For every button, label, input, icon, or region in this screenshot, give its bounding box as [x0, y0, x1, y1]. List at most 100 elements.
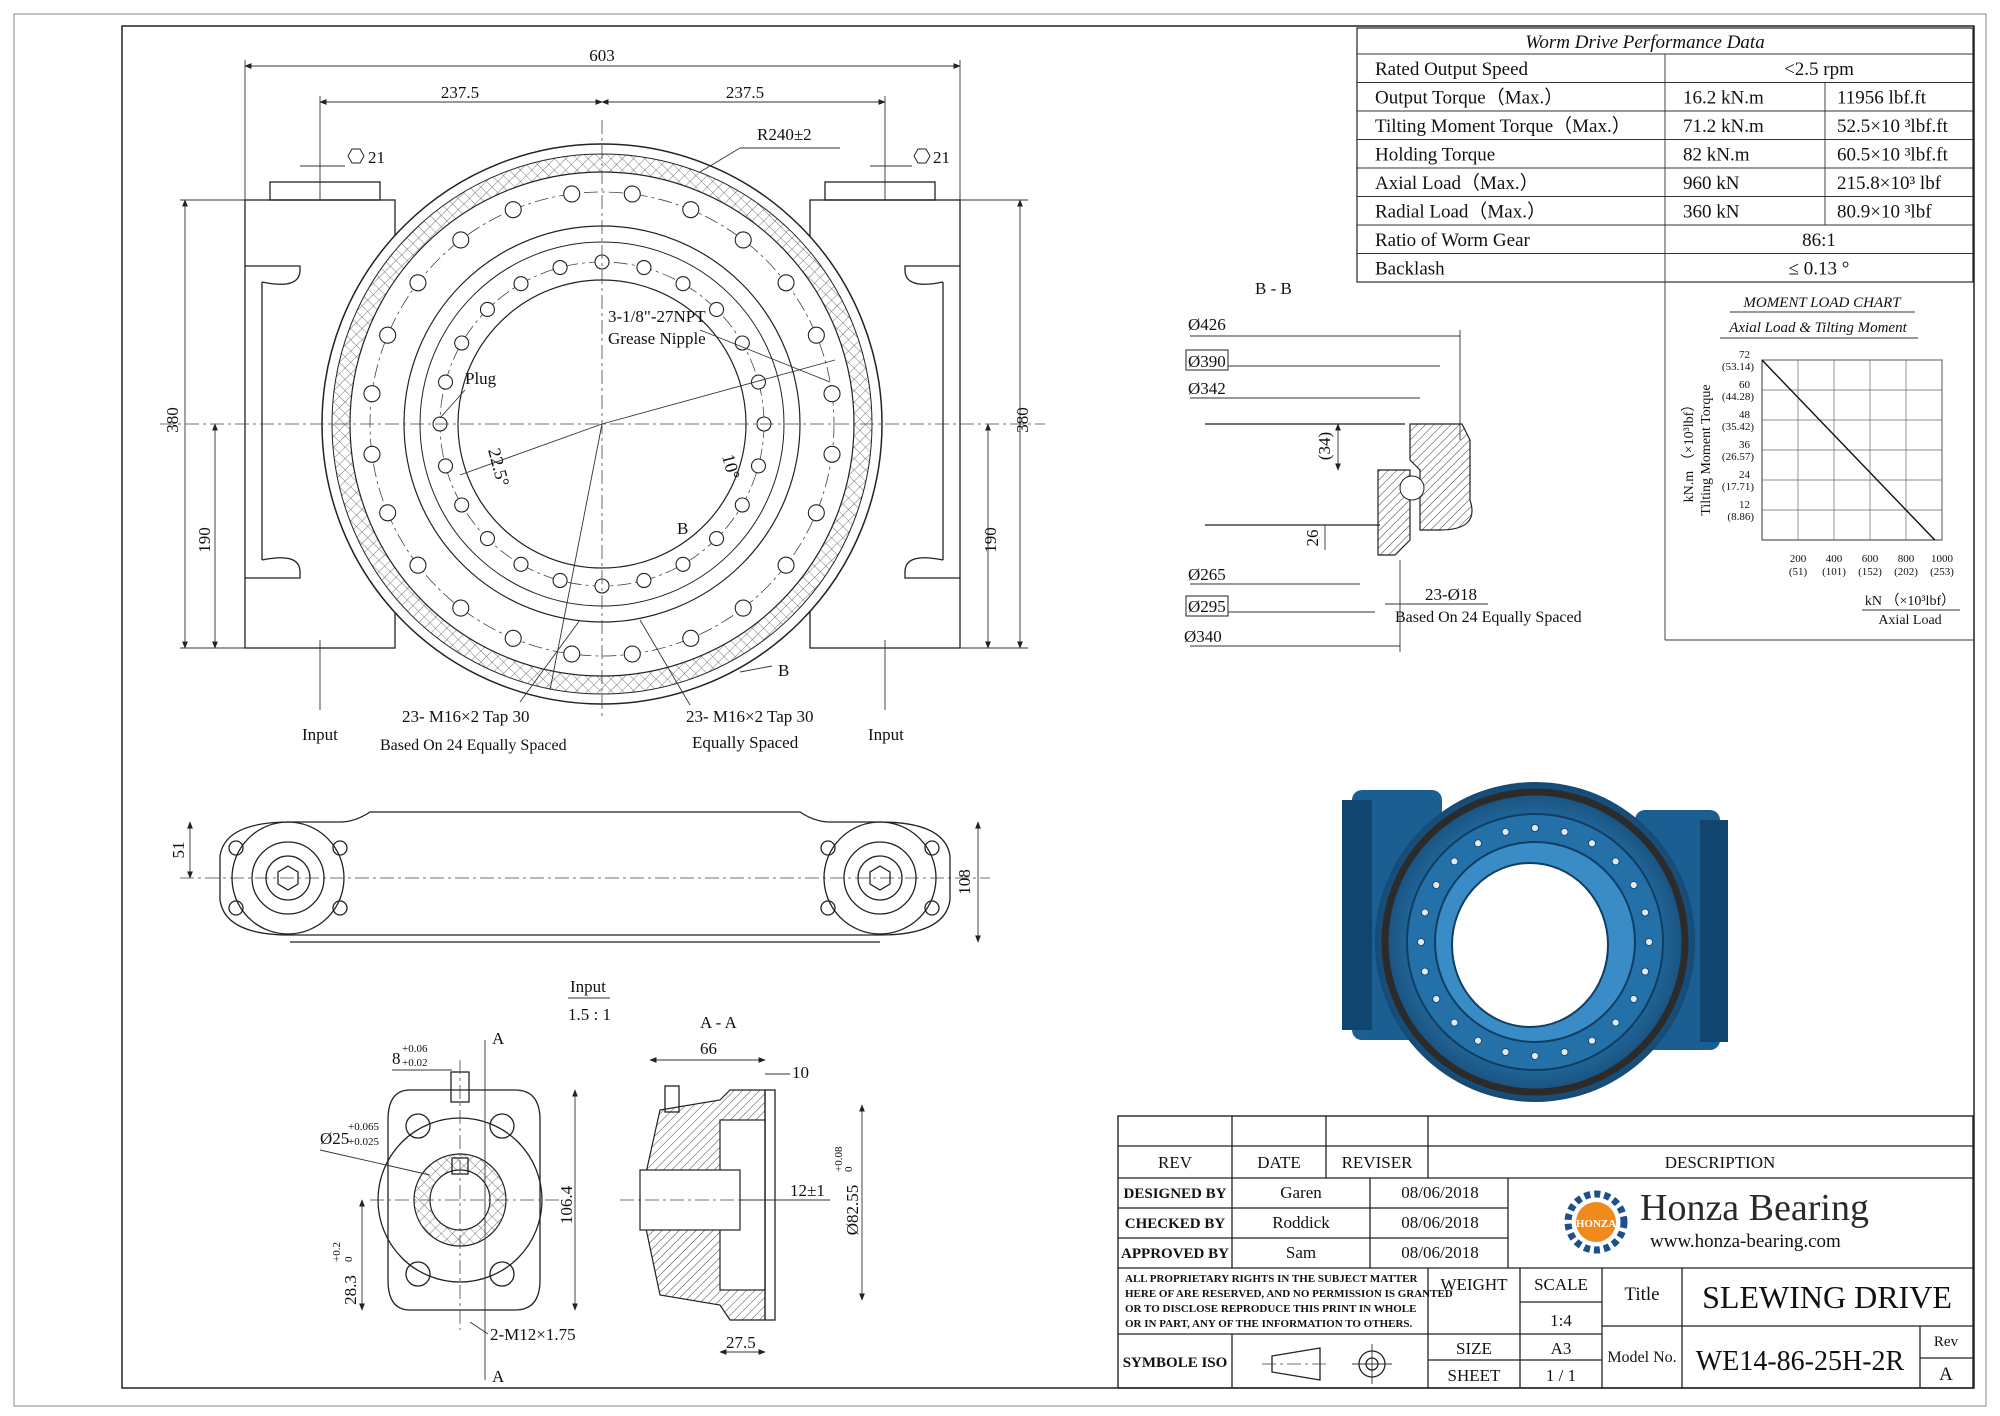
product-bolt	[1611, 1018, 1620, 1027]
chart-x-tick: 800	[1898, 553, 1915, 565]
scale-label: SCALE	[1534, 1275, 1588, 1294]
perf-row-label: Backlash	[1375, 259, 1445, 280]
product-bolt	[1450, 1018, 1459, 1027]
perf-row-value: 71.2 kN.m	[1683, 116, 1764, 137]
aa-w66: 66	[700, 1039, 717, 1058]
rights-2: HERE OF ARE RESERVED, AND NO PERMISSION …	[1125, 1288, 1453, 1300]
product-bolt	[1501, 827, 1510, 836]
chart-x-tick: 400	[1826, 553, 1843, 565]
bolt-hole	[552, 572, 568, 589]
chart-title: MOMENT LOAD CHART	[1742, 295, 1902, 311]
perf-row-imperial: 52.5×10 ³lbf.ft	[1837, 116, 1949, 137]
h283-tol-dn: 0	[343, 1256, 355, 1262]
chart-ylabel: Tilting Moment Torque	[1699, 384, 1714, 515]
product-bolt	[1450, 857, 1459, 866]
bolt-hole	[409, 274, 427, 292]
product-bolt	[1474, 1036, 1482, 1045]
product-bolt	[1432, 995, 1441, 1003]
chart-y-tick-imperial: (26.57)	[1722, 451, 1754, 463]
title-label: Title	[1624, 1284, 1659, 1305]
chart-x-tick-imperial: (253)	[1930, 566, 1954, 578]
chart-subtitle: Axial Load & Tilting Moment	[1728, 320, 1907, 336]
chart-ylabel-unit: kN.m （×10³lbf）	[1681, 398, 1697, 503]
perf-row-label: Rated Output Speed	[1375, 59, 1529, 80]
aa-d8255-tol-up: +0.08	[833, 1146, 845, 1172]
performance-table: Worm Drive Performance Data Rated Output…	[1356, 27, 1974, 283]
product-bolt	[1432, 881, 1441, 889]
perf-row-value: 360 kN	[1683, 202, 1740, 223]
section-bb-title: B - B	[1255, 279, 1292, 298]
bolt-hole	[807, 326, 825, 344]
size-value: A3	[1551, 1339, 1572, 1358]
bolt-hole	[623, 645, 641, 663]
product-bolt	[1588, 1036, 1596, 1045]
section-a-bottom: A	[492, 1367, 505, 1386]
hex-left: 21	[368, 148, 385, 167]
scale-value: 1:4	[1550, 1311, 1572, 1330]
chart-y-tick: 36	[1739, 439, 1751, 451]
date-label: DATE	[1257, 1153, 1300, 1172]
chart-x-tick: 600	[1862, 553, 1879, 565]
bolt-hole	[409, 556, 427, 574]
bolt-hole	[734, 335, 750, 351]
bolt-hole	[682, 629, 700, 647]
designed-by: Garen	[1280, 1183, 1322, 1202]
bolt-hole	[750, 458, 767, 474]
key-tol-up: +0.06	[402, 1043, 428, 1055]
chart-plot-area: 200(51)400(101)600(152)800(202)1000(253)…	[1722, 349, 1954, 578]
approved-date: 08/06/2018	[1401, 1243, 1478, 1262]
company-website: www.honza-bearing.com	[1650, 1231, 1841, 1252]
sheet-label: SHEET	[1448, 1366, 1502, 1385]
bolt-hole	[454, 335, 470, 351]
perf-row-label: Tilting Moment Torque（Max.）	[1375, 115, 1631, 137]
bb-holes-2: Based On 24 Equally Spaced	[1395, 609, 1582, 626]
bb-d426: Ø426	[1188, 315, 1226, 334]
aa-d8255-tol-dn: 0	[843, 1166, 855, 1172]
half-left: 190	[195, 527, 214, 553]
bolt-hole	[734, 497, 750, 513]
h1064-dim: 106.4	[557, 1185, 576, 1224]
inner-bolt-holes	[432, 254, 772, 594]
product-bolt	[1474, 839, 1482, 848]
bb-d295: Ø295	[1188, 597, 1226, 616]
bolt-hole	[709, 531, 725, 547]
section-b-label: B	[677, 519, 688, 538]
chart-xlabel-unit: kN （×10³lbf）	[1865, 593, 1955, 609]
tap-left-1: 23- M16×2 Tap 30	[402, 707, 530, 726]
bolt-hole	[454, 497, 470, 513]
bolt-hole	[623, 185, 641, 203]
outer-frame	[13, 13, 1987, 1407]
designed-by-label: DESIGNED BY	[1124, 1186, 1227, 1202]
designed-date: 08/06/2018	[1401, 1183, 1478, 1202]
inner-frame	[121, 25, 1975, 1389]
checked-date: 08/06/2018	[1401, 1213, 1478, 1232]
input-detail-title: Input	[570, 977, 606, 996]
chart-y-tick: 12	[1739, 499, 1750, 511]
logo-text: HONZA	[1576, 1218, 1616, 1230]
bb-d390: Ø390	[1188, 352, 1226, 371]
bolt-hole	[823, 385, 841, 403]
chart-y-tick: 24	[1739, 469, 1751, 481]
bolt-hole	[437, 458, 454, 474]
perf-row-imperial: 60.5×10 ³lbf.ft	[1837, 145, 1949, 166]
bolt-hole	[504, 629, 522, 647]
product-bolt	[1417, 938, 1425, 946]
bolt-hole	[437, 374, 454, 390]
grease-label-2: Grease Nipple	[608, 329, 706, 348]
chart-y-tick: 72	[1739, 349, 1750, 361]
model-label: Model No.	[1607, 1349, 1676, 1366]
product-bolt	[1420, 967, 1429, 976]
perf-row-value: 82 kN.m	[1683, 145, 1750, 166]
perf-row-imperial: 215.8×10³ lbf	[1837, 173, 1942, 194]
bolt-hole	[675, 556, 691, 572]
top-view: 51 108	[169, 811, 990, 943]
symbol-label: SYMBOLE ISO	[1123, 1355, 1228, 1371]
bb-h34: (34)	[1315, 432, 1334, 460]
rev-value: A	[1939, 1364, 1953, 1385]
chart-x-tick-imperial: (101)	[1822, 566, 1846, 578]
section-a-top: A	[492, 1029, 505, 1048]
bolt-hole	[734, 599, 752, 617]
input-detail: Input 1.5 : 1 A A 8 +0.06 +0.02 Ø25 +0.0…	[319, 977, 611, 1386]
bb-d340: Ø340	[1184, 627, 1222, 646]
bolt-hole	[734, 231, 752, 249]
